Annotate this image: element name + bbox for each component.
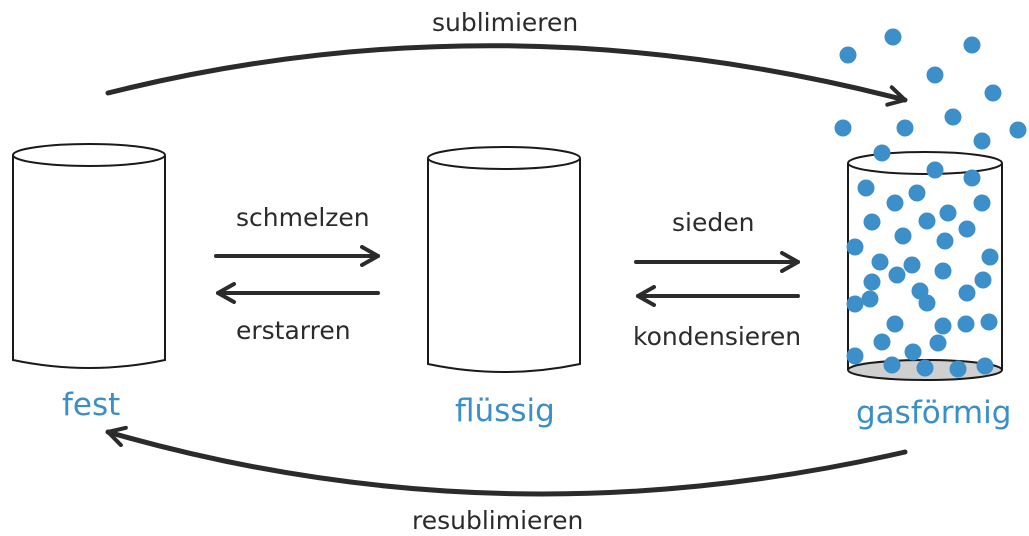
gas-particle (976, 357, 994, 375)
gas-particle (974, 271, 992, 289)
gas-particle (896, 119, 914, 137)
arrow-sublimieren (105, 43, 908, 107)
gas-particles (834, 28, 1027, 378)
gas-particle (846, 238, 864, 256)
label-gasfoermig: gasförmig (856, 395, 1012, 431)
gas-particle (980, 313, 998, 331)
gas-particle (863, 213, 881, 231)
gas-particle (846, 347, 864, 365)
gas-particle (904, 343, 922, 361)
gas-particle (934, 262, 952, 280)
gas-particle (886, 315, 904, 333)
label-erstarren: erstarren (236, 316, 351, 345)
gas-particle (873, 144, 891, 162)
gas-particle (944, 108, 962, 126)
gas-particle (888, 266, 906, 284)
gas-particle (936, 232, 954, 250)
gas-particle (958, 284, 976, 302)
gas-particle (963, 169, 981, 187)
gas-particle (929, 334, 947, 352)
gas-particle (958, 220, 976, 238)
label-sieden: sieden (672, 208, 755, 237)
gas-particle (908, 184, 926, 202)
gas-particle (861, 290, 879, 308)
gas-particle (894, 227, 912, 245)
container-liquid (427, 146, 581, 373)
gas-particle (963, 36, 981, 54)
label-fluessig: flüssig (455, 393, 555, 429)
gas-particle (934, 317, 952, 335)
gas-particle (949, 360, 967, 378)
gas-particle (834, 119, 852, 137)
gas-particle (884, 28, 902, 46)
gas-particle (1009, 121, 1027, 139)
gas-particle (918, 212, 936, 230)
label-fest: fest (62, 387, 121, 423)
label-kondensieren: kondensieren (633, 322, 802, 351)
gas-particle (916, 359, 934, 377)
gas-particle (973, 194, 991, 212)
gas-particle (984, 84, 1002, 102)
gas-particle (871, 253, 889, 271)
label-sublimieren: sublimieren (432, 8, 579, 37)
arrow-resublimieren (105, 425, 908, 497)
container-solid (12, 143, 166, 369)
gas-particle (839, 46, 857, 64)
gas-particle (873, 333, 891, 351)
gas-particle (926, 161, 944, 179)
gas-particle (903, 256, 921, 274)
gas-particle (883, 356, 901, 374)
gas-particle (886, 194, 904, 212)
label-schmelzen: schmelzen (236, 203, 370, 232)
gas-particle (926, 66, 944, 84)
gas-particle (863, 273, 881, 291)
gas-particle (973, 132, 991, 150)
gas-particle (939, 204, 957, 222)
gas-particle (846, 295, 864, 313)
gas-particle (857, 179, 875, 197)
gas-particle (981, 248, 999, 266)
gas-particle (957, 315, 975, 333)
gas-particle (918, 294, 936, 312)
label-resublimieren: resublimieren (412, 506, 584, 535)
